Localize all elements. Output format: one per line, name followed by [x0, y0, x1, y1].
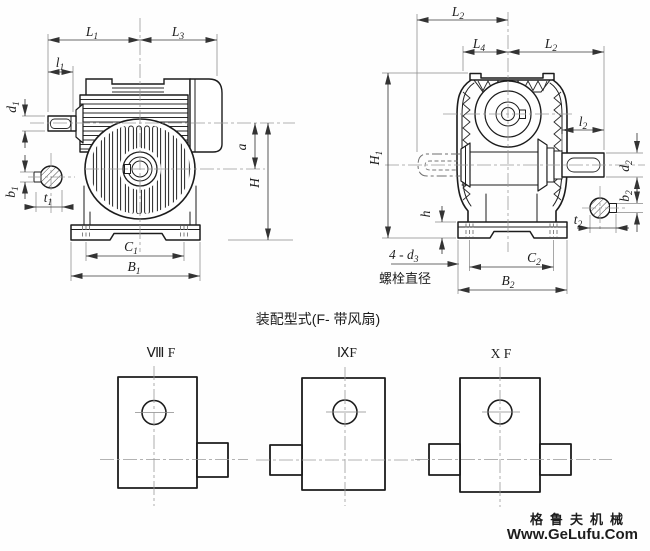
top-cap: [469, 72, 555, 81]
dim-label-L3: L3: [171, 24, 185, 42]
input-shaft: [47, 103, 84, 144]
dim-label-h: h: [418, 210, 433, 217]
front-view: [28, 18, 295, 252]
dim-label-H1: H1: [367, 151, 385, 167]
assembly-variant-8F: Ⅷ F: [100, 345, 248, 506]
dim-label-d1: d1: [4, 101, 22, 113]
dim-label-L2-top: L2: [451, 4, 465, 22]
variant-label-9F: ⅨF: [337, 345, 357, 360]
dim-label-B1: B1: [128, 259, 141, 277]
mounting-base-side: [457, 221, 568, 239]
assembly-variant-9F: ⅨF: [256, 345, 420, 506]
dim-label-d2: d2: [617, 160, 635, 172]
dim-label-H: H: [247, 177, 262, 189]
dim-label-B2: B2: [502, 273, 515, 291]
dim-label-t1: t1: [44, 190, 53, 208]
variant-label-10F: X F: [491, 346, 512, 361]
dim-label-t2: t2: [574, 212, 583, 230]
dim-label-b2: b2: [617, 190, 635, 202]
bolt-diameter-note: 螺栓直径: [379, 271, 431, 286]
dim-label-C2: C2: [527, 250, 541, 268]
dim-label-L2-right: L2: [544, 36, 558, 54]
watermark: 格鲁夫机械 Www.GeLufu.Com: [507, 512, 638, 543]
dim-label-a: a: [234, 143, 249, 150]
dim-label-4-d3: 4 - d3: [389, 247, 419, 265]
front-view-dimensions: L1 L3 l1 d1 b1 t1 a H C1 B1: [3, 24, 293, 281]
dim-label-L1: L1: [85, 24, 98, 42]
watermark-company: 格鲁夫机械: [530, 512, 630, 527]
assembly-variant-10F: X F: [415, 346, 612, 507]
side-view: [385, 12, 645, 252]
side-view-dimensions: L2 L4 L2 l2 H1 d2 b2 t2 h 4 - d3 螺栓直径 C2…: [367, 4, 643, 294]
variant-label-8F: Ⅷ F: [147, 345, 176, 360]
dim-label-L4: L4: [472, 36, 486, 54]
dim-label-l1: l1: [56, 55, 65, 73]
assembly-section: 装配型式(F- 带风扇) Ⅷ F ⅨF X F: [100, 311, 612, 507]
side-fins-right: [553, 91, 562, 201]
mounting-base: [70, 185, 201, 241]
assembly-title: 装配型式(F- 带风扇): [256, 311, 380, 327]
dim-label-l2: l2: [579, 114, 588, 132]
fan-cover: [189, 78, 223, 153]
dim-label-b1: b1: [3, 186, 21, 198]
dim-label-C1: C1: [124, 239, 138, 257]
watermark-url: Www.GeLufu.Com: [507, 526, 638, 543]
